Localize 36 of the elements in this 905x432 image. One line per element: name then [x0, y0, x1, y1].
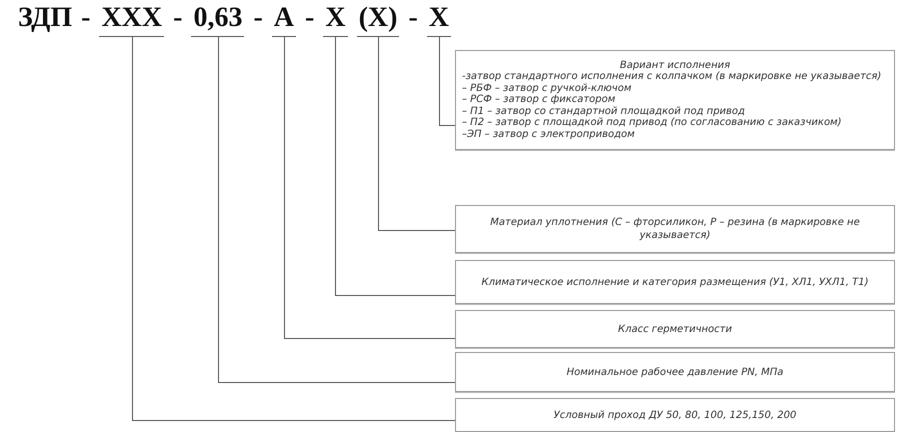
leader-line — [378, 36, 456, 231]
separator-dash: - — [173, 2, 182, 34]
description-text: Класс герметичности — [617, 322, 733, 336]
option-line: – П2 – затвор с площадкой под привод (по согласованию с заказчиком) — [462, 117, 843, 129]
option-line: – РБФ – затвор с ручкой-ключом — [462, 82, 632, 94]
separator-dash: - — [305, 2, 314, 34]
leader-line — [439, 36, 456, 126]
leader-line — [335, 36, 456, 296]
designation-prefix: ЗДП — [18, 2, 72, 34]
option-line: – РСФ – затвор с фиксатором — [462, 94, 616, 106]
code-segment: 0,63 — [191, 2, 244, 37]
option-line: – П1 – затвор со стандартной площадкой под привод — [462, 106, 746, 117]
leader-line — [218, 36, 456, 383]
code-segment: XXX — [99, 2, 164, 37]
option-line: –ЭП – затвор с электроприводом — [462, 128, 636, 140]
leader-line — [284, 36, 456, 339]
code-segment: A — [272, 2, 296, 37]
description-text: Условный проход ДУ 50, 80, 100, 125,150, 200 — [552, 408, 798, 422]
description-text: Материал уплотнения (С – фторсиликон, Р – резина (в маркировке не указывается) — [489, 216, 861, 242]
separator-dash: - — [408, 2, 418, 34]
leader-line — [132, 36, 456, 421]
description-box — [455, 50, 895, 150]
description-text: Климатическое исполнение и категория размещения (У1, ХЛ1, УХЛ1, Т1) — [480, 276, 870, 288]
code-segment: X — [426, 2, 452, 37]
description-box — [455, 398, 895, 432]
separator-dash: - — [253, 2, 263, 34]
description-box — [455, 205, 895, 253]
separator-dash: - — [81, 2, 90, 34]
code-segment: (X) — [356, 2, 400, 37]
box-heading: Вариант исполнения — [618, 60, 732, 71]
description-box — [455, 260, 895, 304]
description-box — [455, 352, 895, 392]
description-text: Номинальное рабочее давление PN, МПа — [566, 366, 784, 378]
option-line: -затвор стандартного исполнения с колпачком (в маркировке не указывается) — [462, 71, 882, 83]
description-box — [455, 310, 895, 348]
code-segment: X — [323, 2, 348, 37]
